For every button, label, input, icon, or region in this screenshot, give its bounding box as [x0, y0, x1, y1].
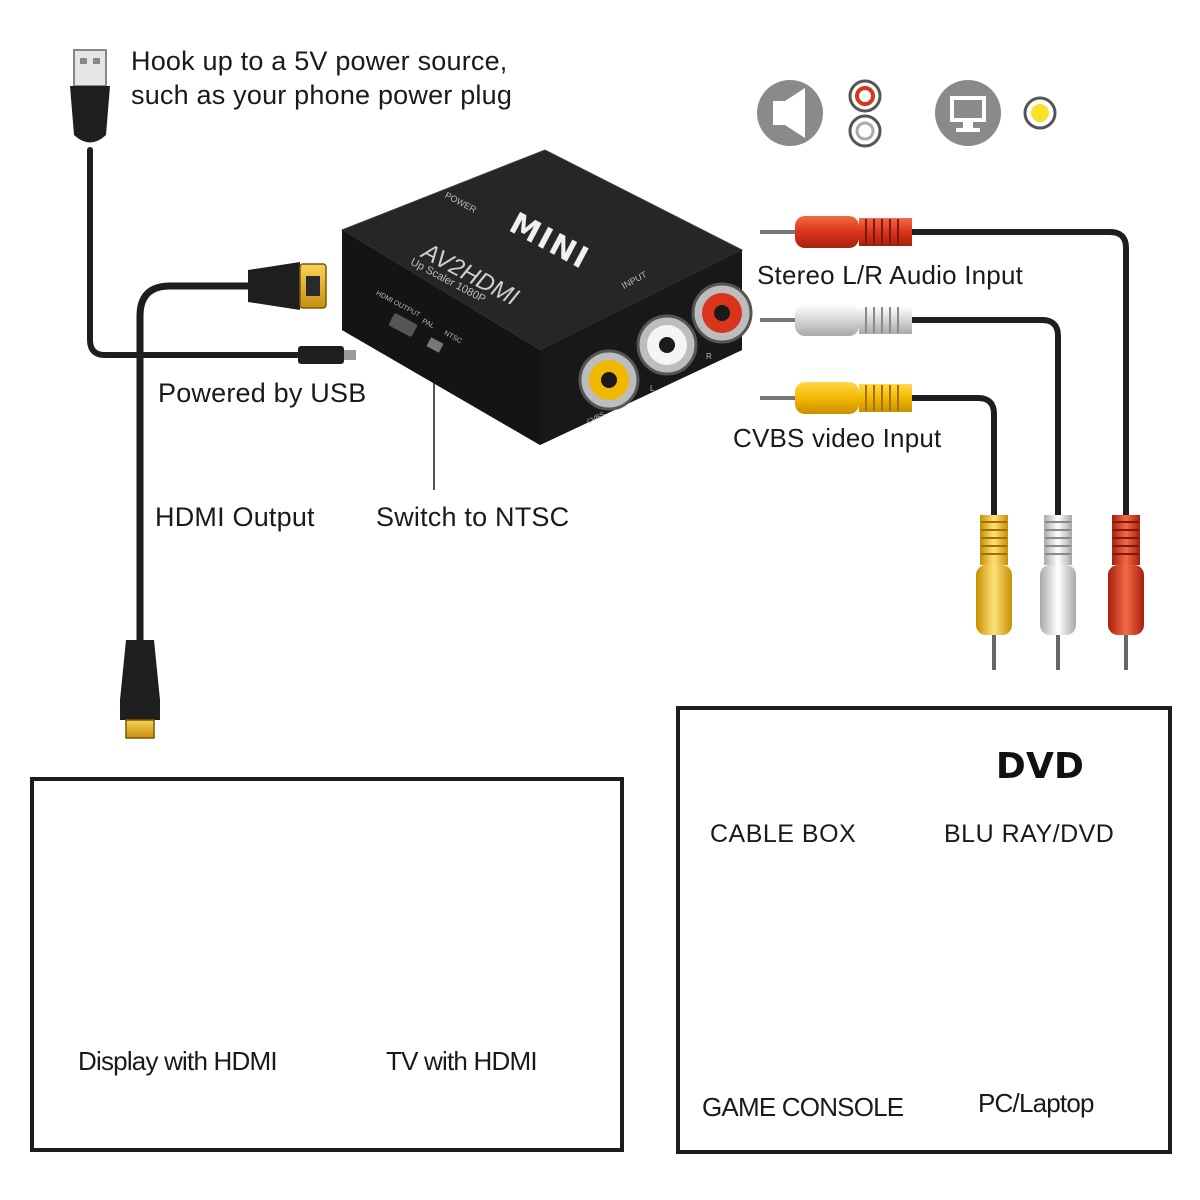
monitor-icon	[935, 80, 1001, 146]
micro-usb-plug-icon	[298, 346, 356, 364]
bluray-dvd-label: BLU RAY/DVD	[944, 820, 1115, 848]
power-note-line2: such as your phone power plug	[131, 80, 513, 110]
cvbs-video-input-label: CVBS video Input	[733, 423, 942, 453]
hdmi-output-label: HDMI Output	[155, 502, 315, 532]
rca-socket-white	[636, 314, 698, 376]
usb-cable	[87, 147, 303, 358]
hdmi-plug-icon	[248, 262, 327, 310]
cable-box-label: CABLE BOX	[710, 820, 857, 848]
converter-box	[340, 149, 753, 445]
cables	[87, 147, 1129, 644]
rca-plug-yellow-horizontal	[760, 382, 912, 414]
hdmi-cable	[136, 282, 252, 644]
power-note-line1: Hook up to a 5V power source,	[131, 46, 508, 76]
rca-socket-red	[691, 282, 753, 344]
rca-plug-red-horizontal	[760, 216, 912, 248]
game-console-label: GAME CONSOLE	[702, 1092, 904, 1122]
output-devices-panel	[30, 777, 624, 1152]
yellow-cable	[909, 395, 997, 523]
video-jack-icon	[1023, 96, 1057, 130]
white-cable	[909, 317, 1061, 523]
rca-socket-yellow	[578, 349, 640, 411]
display-with-hdmi-label: Display with HDMI	[78, 1046, 278, 1076]
rca-plug-white-vertical	[1040, 515, 1076, 670]
stereo-audio-input-label: Stereo L/R Audio Input	[757, 260, 1024, 290]
speaker-icon	[757, 80, 823, 146]
red-cable	[909, 229, 1129, 523]
tv-with-hdmi-label: TV with HDMI	[386, 1046, 538, 1076]
rca-plug-yellow-vertical	[976, 515, 1012, 670]
rca-plug-white-horizontal	[760, 304, 912, 336]
usb-plug-icon	[70, 49, 110, 143]
device-right-label: R	[706, 352, 712, 361]
hdmi-plug-bottom-icon	[120, 640, 160, 739]
switch-ntsc-label: Switch to NTSC	[376, 502, 570, 532]
device-left-label: L	[650, 384, 655, 393]
source-devices-panel	[676, 706, 1172, 1154]
rca-plug-red-vertical	[1108, 515, 1144, 670]
audio-jack-icon	[848, 79, 882, 148]
pc-laptop-label: PC/Laptop	[978, 1088, 1094, 1118]
dvd-logo-text: DVD	[995, 746, 1085, 787]
powered-by-usb-label: Powered by USB	[158, 378, 367, 408]
